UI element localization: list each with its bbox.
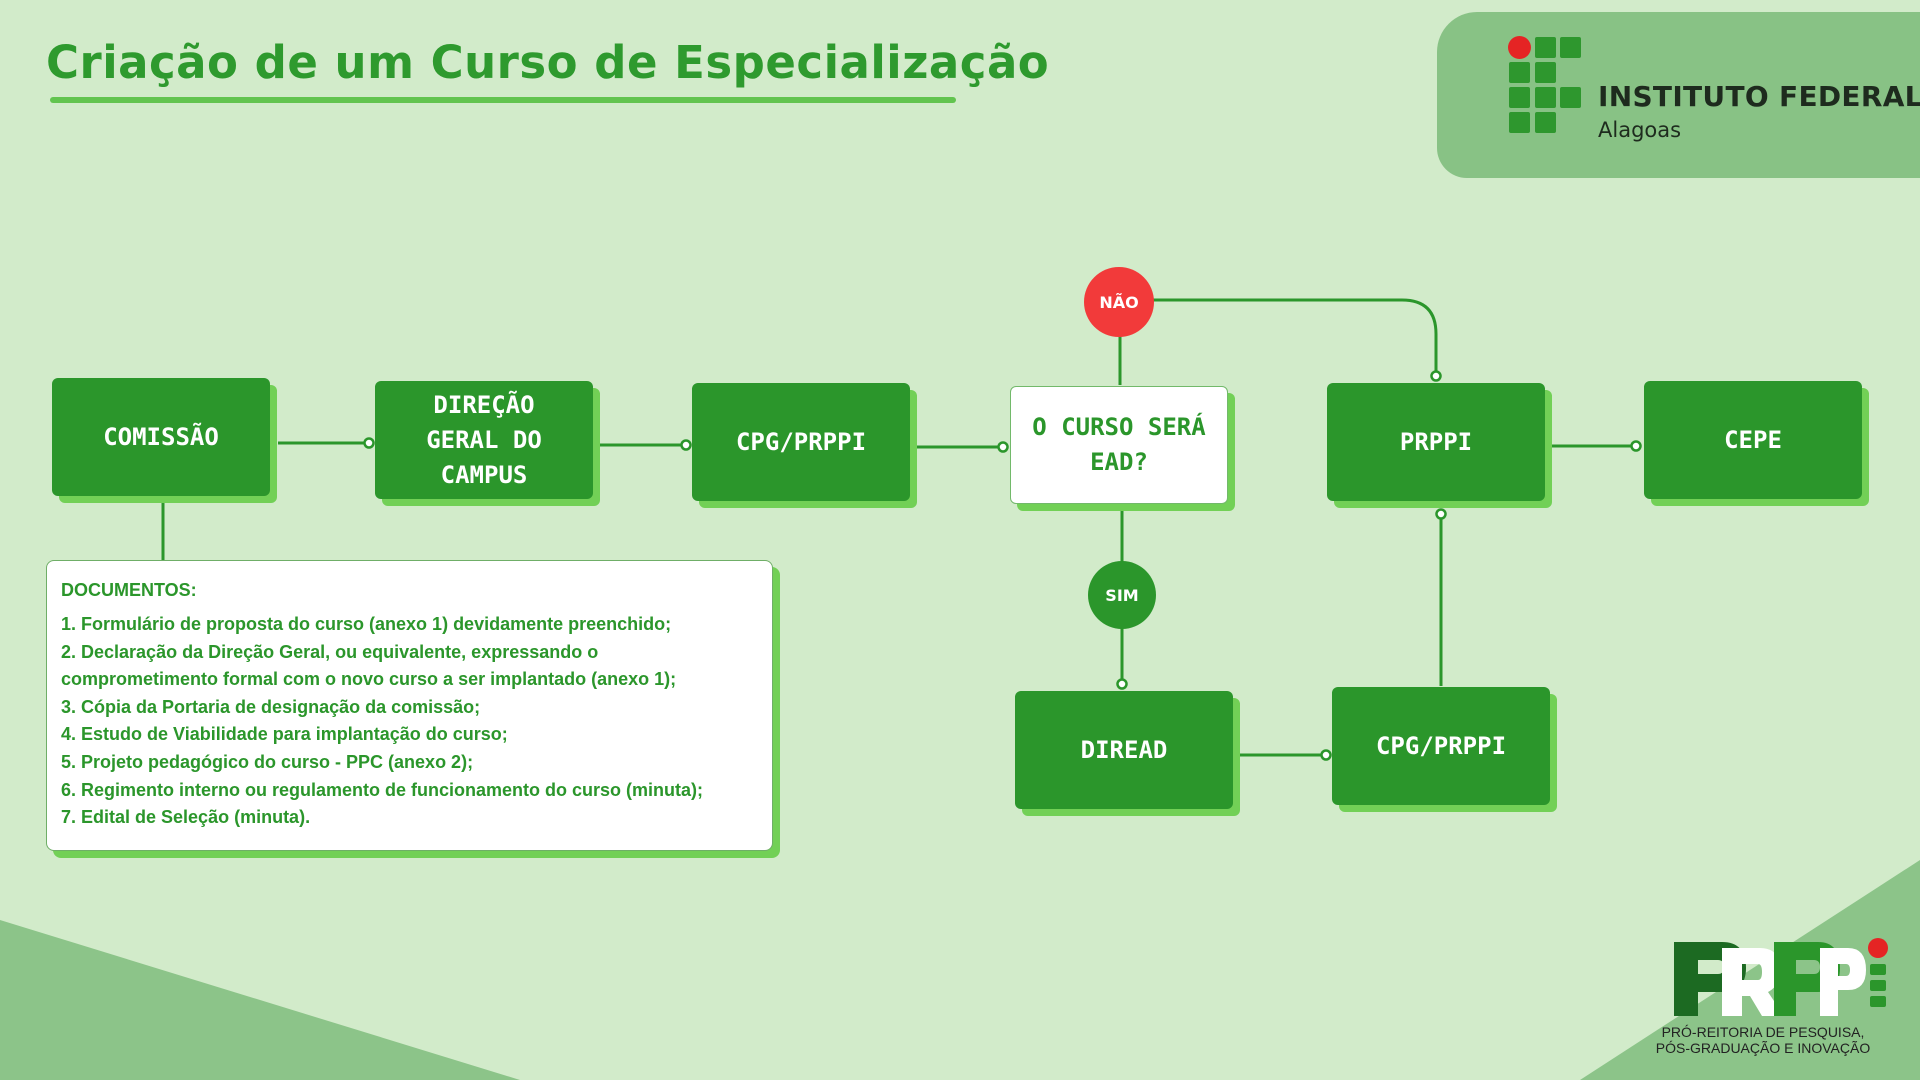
node-prppi: PRPPI <box>1327 383 1545 501</box>
node-decision-ead: O CURSO SERÁ EAD? <box>1010 386 1228 504</box>
documents-item: 6. Regimento interno ou regulamento de f… <box>61 779 704 800</box>
prppi-tagline-line-2: PÓS-GRADUAÇÃO E INOVAÇÃO <box>1655 1040 1871 1056</box>
node-cpg-prppi-2: CPG/PRPPI <box>1332 687 1550 805</box>
badge-sim: SIM <box>1088 561 1156 629</box>
documents-item: 4. Estudo de Viabilidade para implantaçã… <box>61 724 508 745</box>
node-comissao: COMISSÃO <box>52 378 270 496</box>
node-diread: DIREAD <box>1015 691 1233 809</box>
prppi-tagline-line-1: PRÓ-REITORIA DE PESQUISA, <box>1661 1024 1865 1040</box>
node-cpg-prppi-1: CPG/PRPPI <box>692 383 910 501</box>
documents-item: 7. Edital de Seleção (minuta). <box>61 807 311 828</box>
documents-box: DOCUMENTOS: 1. Formulário de proposta do… <box>46 560 773 851</box>
documents-item: 3. Cópia da Portaria de designação da co… <box>61 696 481 717</box>
node-direcao-geral: DIREÇÃO GERAL DO CAMPUS <box>375 381 593 499</box>
node-cepe: CEPE <box>1644 381 1862 499</box>
documents-title: DOCUMENTOS: <box>61 580 197 600</box>
badge-nao: NÃO <box>1084 267 1154 337</box>
documents-item: comprometimento formal com o novo curso … <box>61 669 677 690</box>
prppi-logo <box>1674 938 1888 1016</box>
prppi-tagline: PRÓ-REITORIA DE PESQUISA, PÓS-GRADUAÇÃO … <box>1628 1024 1898 1056</box>
connector-nao-prppi <box>1153 298 1438 372</box>
documents-item: 2. Declaração da Direção Geral, ou equiv… <box>61 641 599 662</box>
documents-item: 1. Formulário de proposta do curso (anex… <box>61 614 672 634</box>
institute-name: INSTITUTO FEDERAL <box>1598 80 1920 113</box>
page-title: Criação de um Curso de Especialização <box>46 36 1050 89</box>
institute-campus: Alagoas <box>1598 118 1682 142</box>
documents-item: 5. Projeto pedagógico do curso - PPC (an… <box>61 751 474 772</box>
title-underline <box>50 97 956 103</box>
